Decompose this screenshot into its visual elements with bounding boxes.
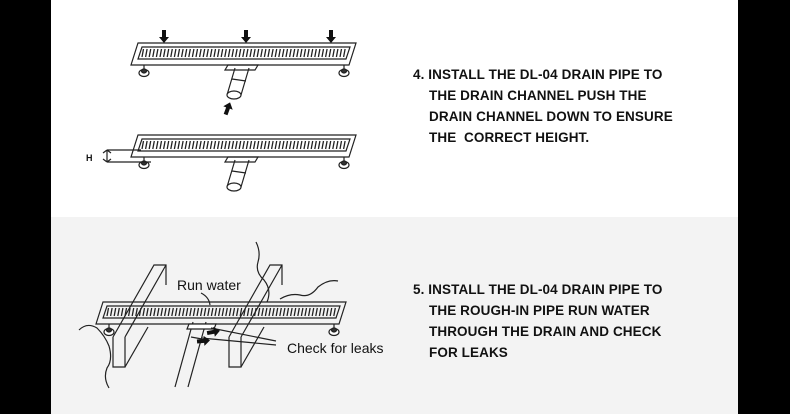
break-line [279,280,339,300]
break-line [78,324,112,389]
arrow-icon [223,102,233,116]
height-dimension [102,149,151,163]
drain-push-down-illustration: H [86,30,357,192]
drain-pipe [226,159,250,188]
leak-check-illustration: Run water Check for leaks [78,241,383,389]
foot-bolt [330,327,338,333]
step-4-line: THE DRAIN CHANNEL PUSH THE [429,88,647,103]
check-for-leaks-label: Check for leaks [287,340,383,356]
leak-pointer [200,327,277,346]
step-4-panel: H 4. INSTALL THE DL-04 DRAIN PIPE TO THE… [51,0,738,217]
drain-channel [130,42,357,66]
height-label: H [86,153,93,163]
pipe-flange [223,156,260,163]
step-4-instructions: 4. INSTALL THE DL-04 DRAIN PIPE TO THE D… [413,64,673,148]
drain-grate [137,46,351,60]
foot-bolt [105,327,113,333]
drain-grate [102,305,341,319]
grate-slots [141,48,346,58]
grate-slots [141,140,346,150]
run-water-label: Run water [177,277,241,293]
foot-bolt [340,68,348,74]
drain-channel [95,301,347,325]
step-5-line: THE ROUGH-IN PIPE RUN WATER [429,303,650,318]
arrow-icon [206,326,220,337]
foot-bolt [340,160,348,166]
step-5-line: 5. INSTALL THE DL-04 DRAIN PIPE TO [413,282,663,297]
step-4-line: DRAIN CHANNEL DOWN TO ENSURE [429,109,673,124]
step-5-line: FOR LEAKS [429,345,508,360]
break-line [255,241,270,303]
arrow-icon [196,335,210,346]
pipe-flange [223,64,260,71]
grate-slots [106,307,336,317]
arrow-icon [159,30,169,43]
drain-pipe [226,67,250,96]
arrow-icon [326,30,336,43]
pipe-end [226,182,242,192]
run-water-pointer [200,292,211,306]
floor-joist [228,264,283,368]
step-5-instructions: 5. INSTALL THE DL-04 DRAIN PIPE TO THE R… [413,279,662,363]
drain-grate [137,138,351,152]
pipe-end [226,90,242,100]
rough-in-pipe [174,321,207,388]
step-5-panel: Run water Check for leaks 5. INSTALL THE… [51,217,738,414]
foot-bolt [140,68,148,74]
floor-joist [112,264,167,368]
step-5-line: THROUGH THE DRAIN AND CHECK [429,324,662,339]
step-4-line: 4. INSTALL THE DL-04 DRAIN PIPE TO [413,67,663,82]
arrow-icon [241,30,251,43]
step-4-line: THE CORRECT HEIGHT. [429,130,590,145]
